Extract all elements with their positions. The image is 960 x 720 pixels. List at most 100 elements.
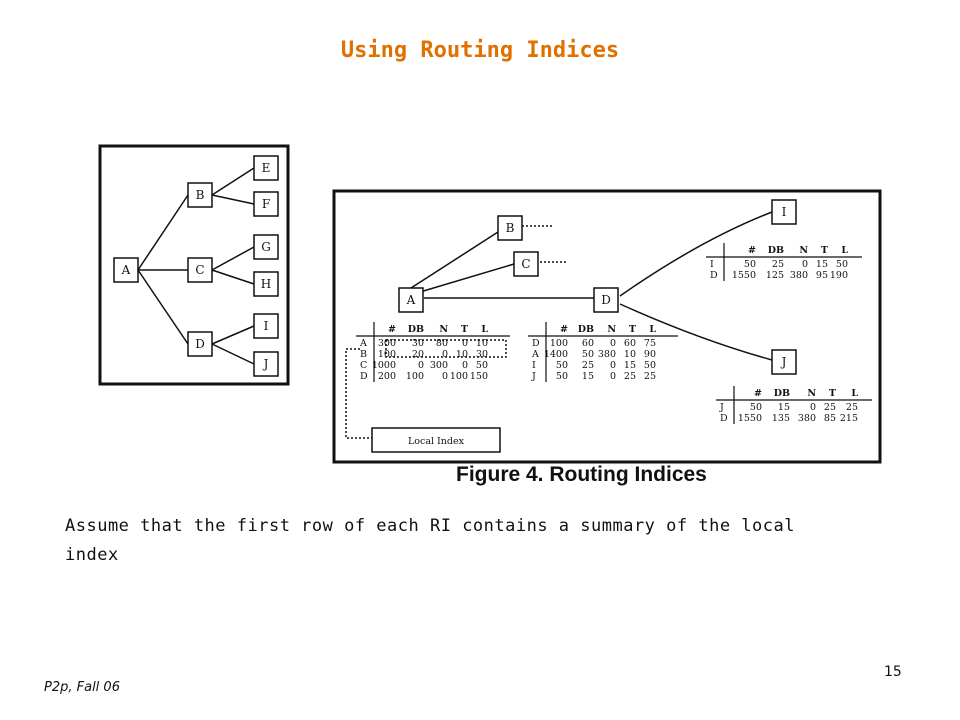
- table-cell: 15: [582, 371, 594, 382]
- network-node-label: A: [406, 293, 416, 307]
- table-header-cell: N: [807, 388, 816, 399]
- table-cell: 0: [418, 360, 424, 371]
- table-cell: 0: [442, 371, 448, 382]
- tree-node-label: H: [261, 277, 271, 291]
- table-cell: 25: [846, 402, 858, 413]
- table-cell: 100: [378, 349, 396, 360]
- table-header-cell: #: [754, 388, 762, 399]
- table-cell: 15: [816, 259, 828, 270]
- network-node-d: D: [593, 287, 619, 313]
- table-cell: 60: [624, 338, 636, 349]
- table-header-cell: #: [748, 245, 756, 256]
- table-cell: 50: [744, 259, 756, 270]
- network-node-label: B: [506, 221, 515, 235]
- table-cell: 1550: [732, 270, 756, 281]
- tree-node-e: E: [253, 155, 279, 181]
- tree-node-j: J: [253, 351, 279, 377]
- table-header-cell: L: [649, 324, 656, 335]
- network-node-c: C: [513, 251, 539, 277]
- tree-node-b: B: [187, 182, 213, 208]
- table-cell: 190: [830, 270, 848, 281]
- table-cell: I: [532, 360, 536, 371]
- table-header-cell: N: [799, 245, 808, 256]
- table-cell: 25: [824, 402, 836, 413]
- network-edges: [410, 211, 773, 361]
- table-cell: 25: [624, 371, 636, 382]
- table-cell: 10: [456, 349, 468, 360]
- table-cell: 0: [462, 360, 468, 371]
- table-header-cell: T: [629, 324, 636, 335]
- table-cell: 1000: [372, 360, 396, 371]
- table-cell: 380: [798, 413, 816, 424]
- tree-node-g: G: [253, 234, 279, 260]
- table-cell: 95: [816, 270, 828, 281]
- table-cell: 25: [582, 360, 594, 371]
- table-cell: D: [720, 413, 728, 424]
- table-header-cell: L: [841, 245, 848, 256]
- table-header-cell: T: [461, 324, 468, 335]
- tree-node-label: I: [264, 319, 269, 333]
- table-header-cell: DB: [768, 245, 784, 256]
- table-cell: B: [360, 349, 367, 360]
- table-header-cell: N: [607, 324, 616, 335]
- local-index-box: [371, 427, 501, 453]
- table-cell: 50: [476, 360, 488, 371]
- tree-node-d: D: [187, 331, 213, 357]
- table-cell: 60: [582, 338, 594, 349]
- tree-node-i: I: [253, 313, 279, 339]
- table-header-cell: #: [560, 324, 568, 335]
- network-node-label: J: [780, 355, 787, 369]
- table-cell: J: [719, 402, 724, 413]
- table-cell: J: [531, 371, 536, 382]
- table-cell: A: [359, 338, 367, 349]
- tree-node-label: D: [195, 337, 205, 351]
- tree-node-label: C: [195, 263, 204, 277]
- table-cell: 50: [582, 349, 594, 360]
- table-header-cell: DB: [408, 324, 424, 335]
- table-header-cell: DB: [578, 324, 594, 335]
- tree-node-a: A: [113, 257, 139, 283]
- tree-node-label: J: [262, 357, 269, 371]
- table-cell: 150: [470, 371, 488, 382]
- table-header-cell: T: [829, 388, 836, 399]
- table-cell: 75: [644, 338, 656, 349]
- table-cell: 100: [450, 371, 468, 382]
- tree-node-label: A: [121, 263, 131, 277]
- page-number: 15: [884, 664, 902, 680]
- table-cell: 85: [824, 413, 836, 424]
- table-cell: 300: [430, 360, 448, 371]
- table-header-cell: #: [388, 324, 396, 335]
- table-cell: 15: [624, 360, 636, 371]
- tree-edges: [137, 167, 255, 365]
- table-cell: 135: [772, 413, 790, 424]
- table-cell: 0: [462, 338, 468, 349]
- table-cell: 0: [802, 259, 808, 270]
- table-cell: 15: [778, 402, 790, 413]
- table-cell: 30: [476, 349, 488, 360]
- table-cell: 50: [556, 360, 568, 371]
- table-cell: 1550: [738, 413, 762, 424]
- table-cell: 0: [610, 338, 616, 349]
- table-cell: C: [360, 360, 367, 371]
- table-cell: A: [531, 349, 539, 360]
- table-cell: 25: [644, 371, 656, 382]
- table-cell: D: [710, 270, 718, 281]
- dotted-links: [345, 225, 566, 439]
- table-cell: 125: [766, 270, 784, 281]
- table-cell: 215: [840, 413, 858, 424]
- table-header-cell: L: [481, 324, 488, 335]
- table-header-cell: DB: [774, 388, 790, 399]
- network-node-j: J: [771, 349, 797, 375]
- table-cell: 100: [550, 338, 568, 349]
- network-node-label: D: [601, 293, 611, 307]
- network-node-i: I: [771, 199, 797, 225]
- table-cell: 30: [412, 338, 424, 349]
- tree-node-c: C: [187, 257, 213, 283]
- figure-caption: Figure 4. Routing Indices: [456, 463, 707, 486]
- table-cell: 300: [378, 338, 396, 349]
- table-cell: 50: [644, 360, 656, 371]
